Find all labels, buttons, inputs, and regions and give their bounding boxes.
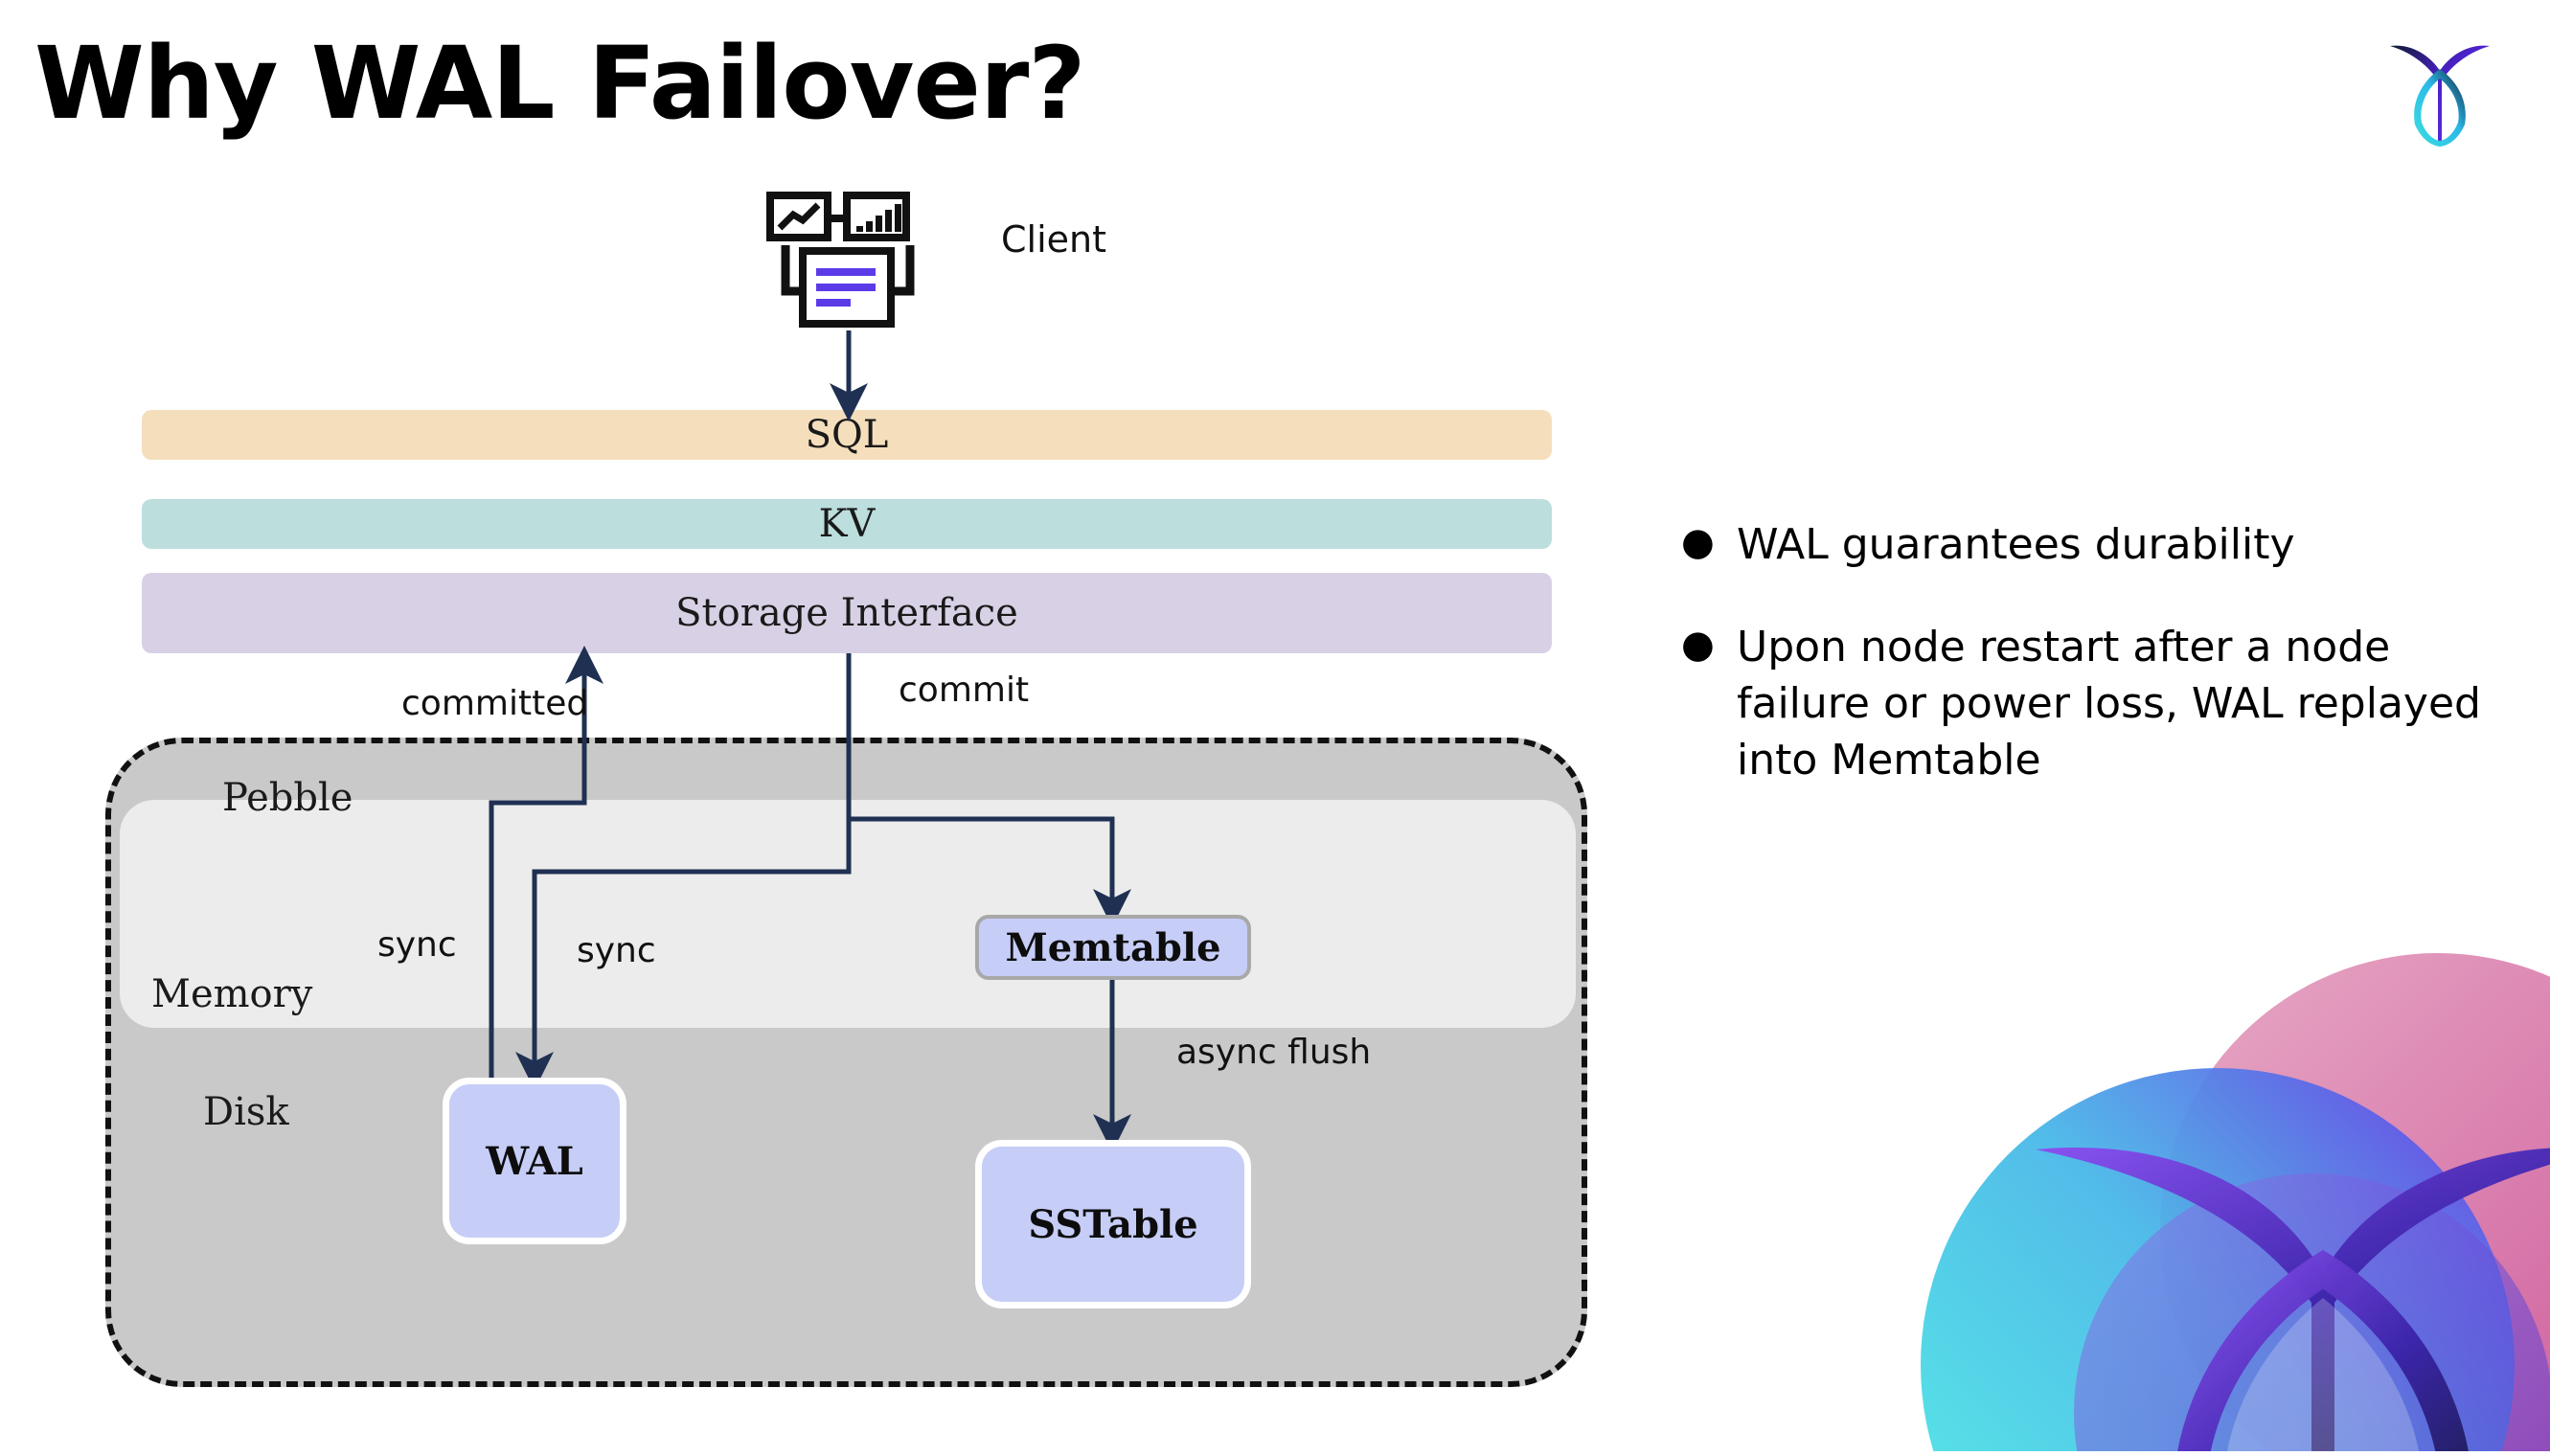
layer-bar-kv-label: KV <box>818 502 876 546</box>
node-wal[interactable]: WAL <box>443 1078 626 1244</box>
list-item: ● Upon node restart after a node failure… <box>1681 620 2515 789</box>
cockroach-leaf-watermark-icon <box>1901 915 2550 1451</box>
memory-label: Memory <box>151 972 313 1016</box>
memory-region <box>120 800 1576 1028</box>
list-item: ● WAL guarantees durability <box>1681 517 2515 574</box>
edge-label-sync-a: sync <box>377 925 457 965</box>
edge-label-sync-b: sync <box>577 931 656 970</box>
bullet-text: WAL guarantees durability <box>1737 520 2295 569</box>
layer-bar-storage-interface-label: Storage Interface <box>675 591 1018 635</box>
client-label: Client <box>1001 218 1107 261</box>
node-sstable-label: SSTable <box>1028 1201 1198 1247</box>
bullet-text: Upon node restart after a node failure o… <box>1737 622 2481 785</box>
edge-label-commit: commit <box>899 671 1030 710</box>
layer-bar-sql: SQL <box>142 410 1552 460</box>
node-sstable[interactable]: SSTable <box>975 1140 1251 1308</box>
client-device-icon <box>766 192 929 335</box>
node-wal-label: WAL <box>486 1138 583 1184</box>
layer-bar-storage-interface: Storage Interface <box>142 573 1552 653</box>
bullet-list: ● WAL guarantees durability ● Upon node … <box>1681 517 2515 835</box>
layer-bar-sql-label: SQL <box>805 413 889 457</box>
layer-bar-kv: KV <box>142 499 1552 549</box>
page-title: Why WAL Failover? <box>34 25 1086 142</box>
bullet-marker-icon: ● <box>1681 520 1715 564</box>
edge-label-committed: committed <box>401 684 589 723</box>
node-memtable[interactable]: Memtable <box>975 915 1251 980</box>
node-memtable-label: Memtable <box>1005 924 1221 970</box>
pebble-label: Pebble <box>222 776 353 820</box>
edge-label-async-flush: async flush <box>1176 1033 1372 1072</box>
bullet-marker-icon: ● <box>1681 622 1715 667</box>
disk-label: Disk <box>203 1090 289 1134</box>
cockroach-leaf-logo-icon <box>2382 31 2497 148</box>
